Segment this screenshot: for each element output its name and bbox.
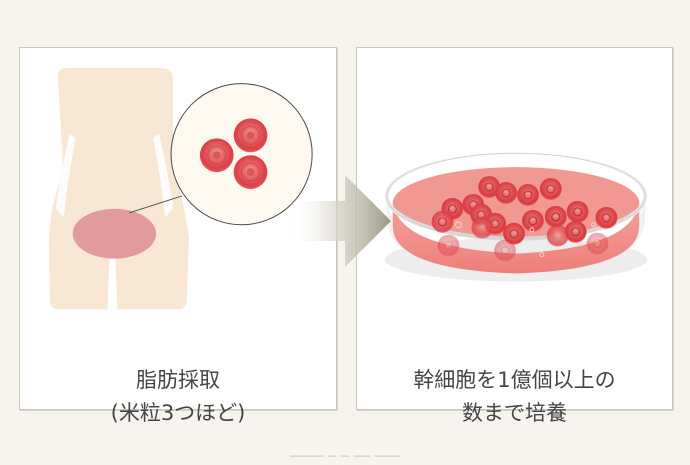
fat-cells-icon: [199, 118, 268, 189]
caption-line-2: 数まで培養: [462, 401, 567, 425]
caption-line-2: (米粒3つほど): [110, 401, 246, 425]
abdomen-fat-region: [72, 208, 157, 259]
stem-cells-icon: [431, 176, 618, 262]
caption-line-1: 幹細胞を1億個以上の: [413, 368, 616, 392]
caption-line-1: 脂肪採取: [136, 368, 220, 392]
body-illustration: [48, 67, 313, 310]
step-caption-stem-cell-culture: 幹細胞を1億個以上の 数まで培養: [357, 364, 672, 430]
step-caption-fat-harvest: 脂肪採取 (米粒3つほど): [20, 364, 336, 430]
footer-partial-text: ──── ─ ─ ── ───: [289, 449, 401, 465]
magnifier-circle: [170, 83, 313, 226]
step-panel-fat-harvest: 脂肪採取 (米粒3つほど): [19, 47, 337, 425]
step-panel-stem-cell-culture: 幹細胞を1億個以上の 数まで培養: [356, 47, 673, 425]
petri-dish-illustration: [384, 151, 648, 282]
